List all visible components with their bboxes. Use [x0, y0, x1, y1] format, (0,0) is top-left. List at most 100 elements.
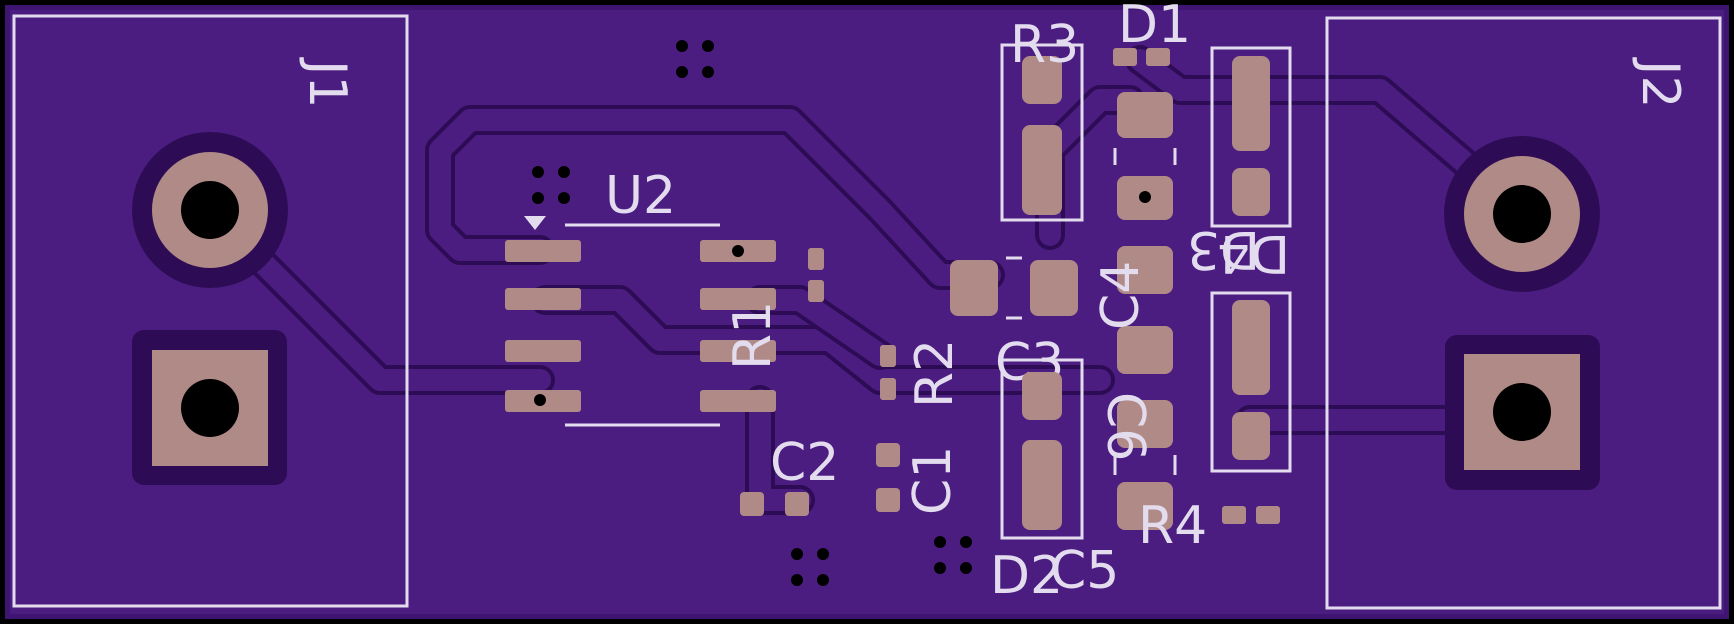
j1-designator: J1: [297, 57, 357, 108]
connector-j1: J1: [12, 14, 409, 608]
component-r4: R4: [1138, 496, 1280, 556]
via: [934, 562, 946, 574]
c5-silk-outline: [1000, 358, 1084, 540]
u2-pad: [700, 288, 776, 310]
c4-designator: C4: [1091, 261, 1151, 330]
d4-pad: [1232, 300, 1270, 395]
component-d3: D3: [1187, 46, 1292, 279]
c6-pad: [1117, 482, 1173, 530]
via: [702, 40, 714, 52]
component-d4: D4: [1210, 223, 1292, 473]
via: [1139, 191, 1151, 203]
c5-designator: C5: [1050, 541, 1119, 601]
component-d1: D1: [1113, 0, 1191, 66]
via: [532, 166, 544, 178]
via: [791, 574, 803, 586]
u2-pad: [505, 340, 581, 362]
d3-silk-outline: [1210, 46, 1292, 228]
component-c1: C1: [876, 443, 963, 515]
component-u2: U2: [505, 166, 776, 427]
d1-pad: [1113, 48, 1137, 66]
via: [934, 536, 946, 548]
j2-silk-outline: [1325, 16, 1722, 610]
r1-pad: [808, 280, 824, 302]
r3-silk-outline: [1000, 43, 1084, 222]
d1-designator: D1: [1118, 0, 1191, 55]
via: [532, 192, 544, 204]
j1-pin2-drill: [181, 379, 239, 437]
c3-pad: [1030, 260, 1078, 316]
component-r3: R3: [1000, 15, 1084, 222]
component-r1: R1: [723, 248, 824, 370]
via: [558, 192, 570, 204]
trace-d1-j2-fill: [1129, 49, 1531, 221]
component-c5: C5: [1000, 358, 1119, 601]
via: [817, 548, 829, 560]
c3-silk: [1006, 256, 1022, 320]
d4-pad: [1232, 412, 1270, 460]
c6-pad: [1117, 400, 1173, 448]
c4-silk: [1113, 148, 1177, 165]
r1-designator: R1: [723, 301, 783, 370]
c2-pad: [740, 492, 764, 516]
trace-u2-loop-fill: [429, 109, 1001, 286]
r4-pad: [1256, 506, 1280, 524]
r4-designator: R4: [1138, 496, 1207, 556]
c5-pad: [1022, 440, 1062, 530]
d1-pad: [1146, 48, 1170, 66]
u2-pad: [505, 240, 581, 262]
via: [960, 536, 972, 548]
connector-j2: J2: [1325, 16, 1722, 610]
via: [558, 166, 570, 178]
via: [817, 574, 829, 586]
component-c6: C6: [1095, 392, 1177, 530]
via: [732, 245, 744, 257]
c5-pad: [1022, 372, 1062, 420]
component-c4: C4: [1091, 92, 1177, 374]
u2-pad: [700, 390, 776, 412]
u2-pad: [505, 288, 581, 310]
j2-pin2-drill: [1493, 383, 1551, 441]
d4-silk-outline: [1210, 291, 1292, 473]
r1-pad: [808, 248, 824, 270]
traces: [195, 45, 1535, 515]
u2-pad: [700, 340, 776, 362]
c3-pad: [950, 260, 998, 316]
j1-silk-outline: [12, 14, 409, 608]
j1-pin1-drill: [181, 181, 239, 239]
r3-designator: R3: [1010, 15, 1079, 75]
component-c2: C2: [740, 433, 839, 516]
d3-designator: D3: [1187, 219, 1260, 279]
component-r2: R2: [880, 339, 965, 408]
r2-pad: [880, 378, 896, 400]
vias: [532, 40, 972, 586]
d3-pad: [1232, 168, 1270, 216]
r4-pad: [1222, 506, 1246, 524]
c6-designator: C6: [1095, 392, 1155, 461]
r2-designator: R2: [905, 339, 965, 408]
c2-pad: [785, 492, 809, 516]
c1-pad: [876, 443, 900, 467]
component-c3: C3: [950, 256, 1078, 393]
c4-pad: [1117, 326, 1173, 374]
via: [791, 548, 803, 560]
c4-pad: [1117, 92, 1173, 138]
c2-designator: C2: [770, 433, 839, 493]
via: [702, 66, 714, 78]
d4-designator: D4: [1217, 223, 1290, 283]
j2-pin1-drill: [1493, 185, 1551, 243]
via: [676, 40, 688, 52]
r3-pad: [1022, 56, 1062, 104]
via: [676, 66, 688, 78]
c1-designator: C1: [903, 446, 963, 515]
ground-pour: [10, 10, 1724, 614]
via: [534, 394, 546, 406]
c4-pad: [1117, 246, 1173, 294]
r3-pad: [1022, 125, 1062, 215]
j2-designator: J2: [1630, 57, 1690, 108]
d2-designator: D2: [990, 546, 1063, 606]
c6-silk: [1113, 455, 1177, 475]
via: [960, 562, 972, 574]
d3-pad: [1232, 56, 1270, 151]
